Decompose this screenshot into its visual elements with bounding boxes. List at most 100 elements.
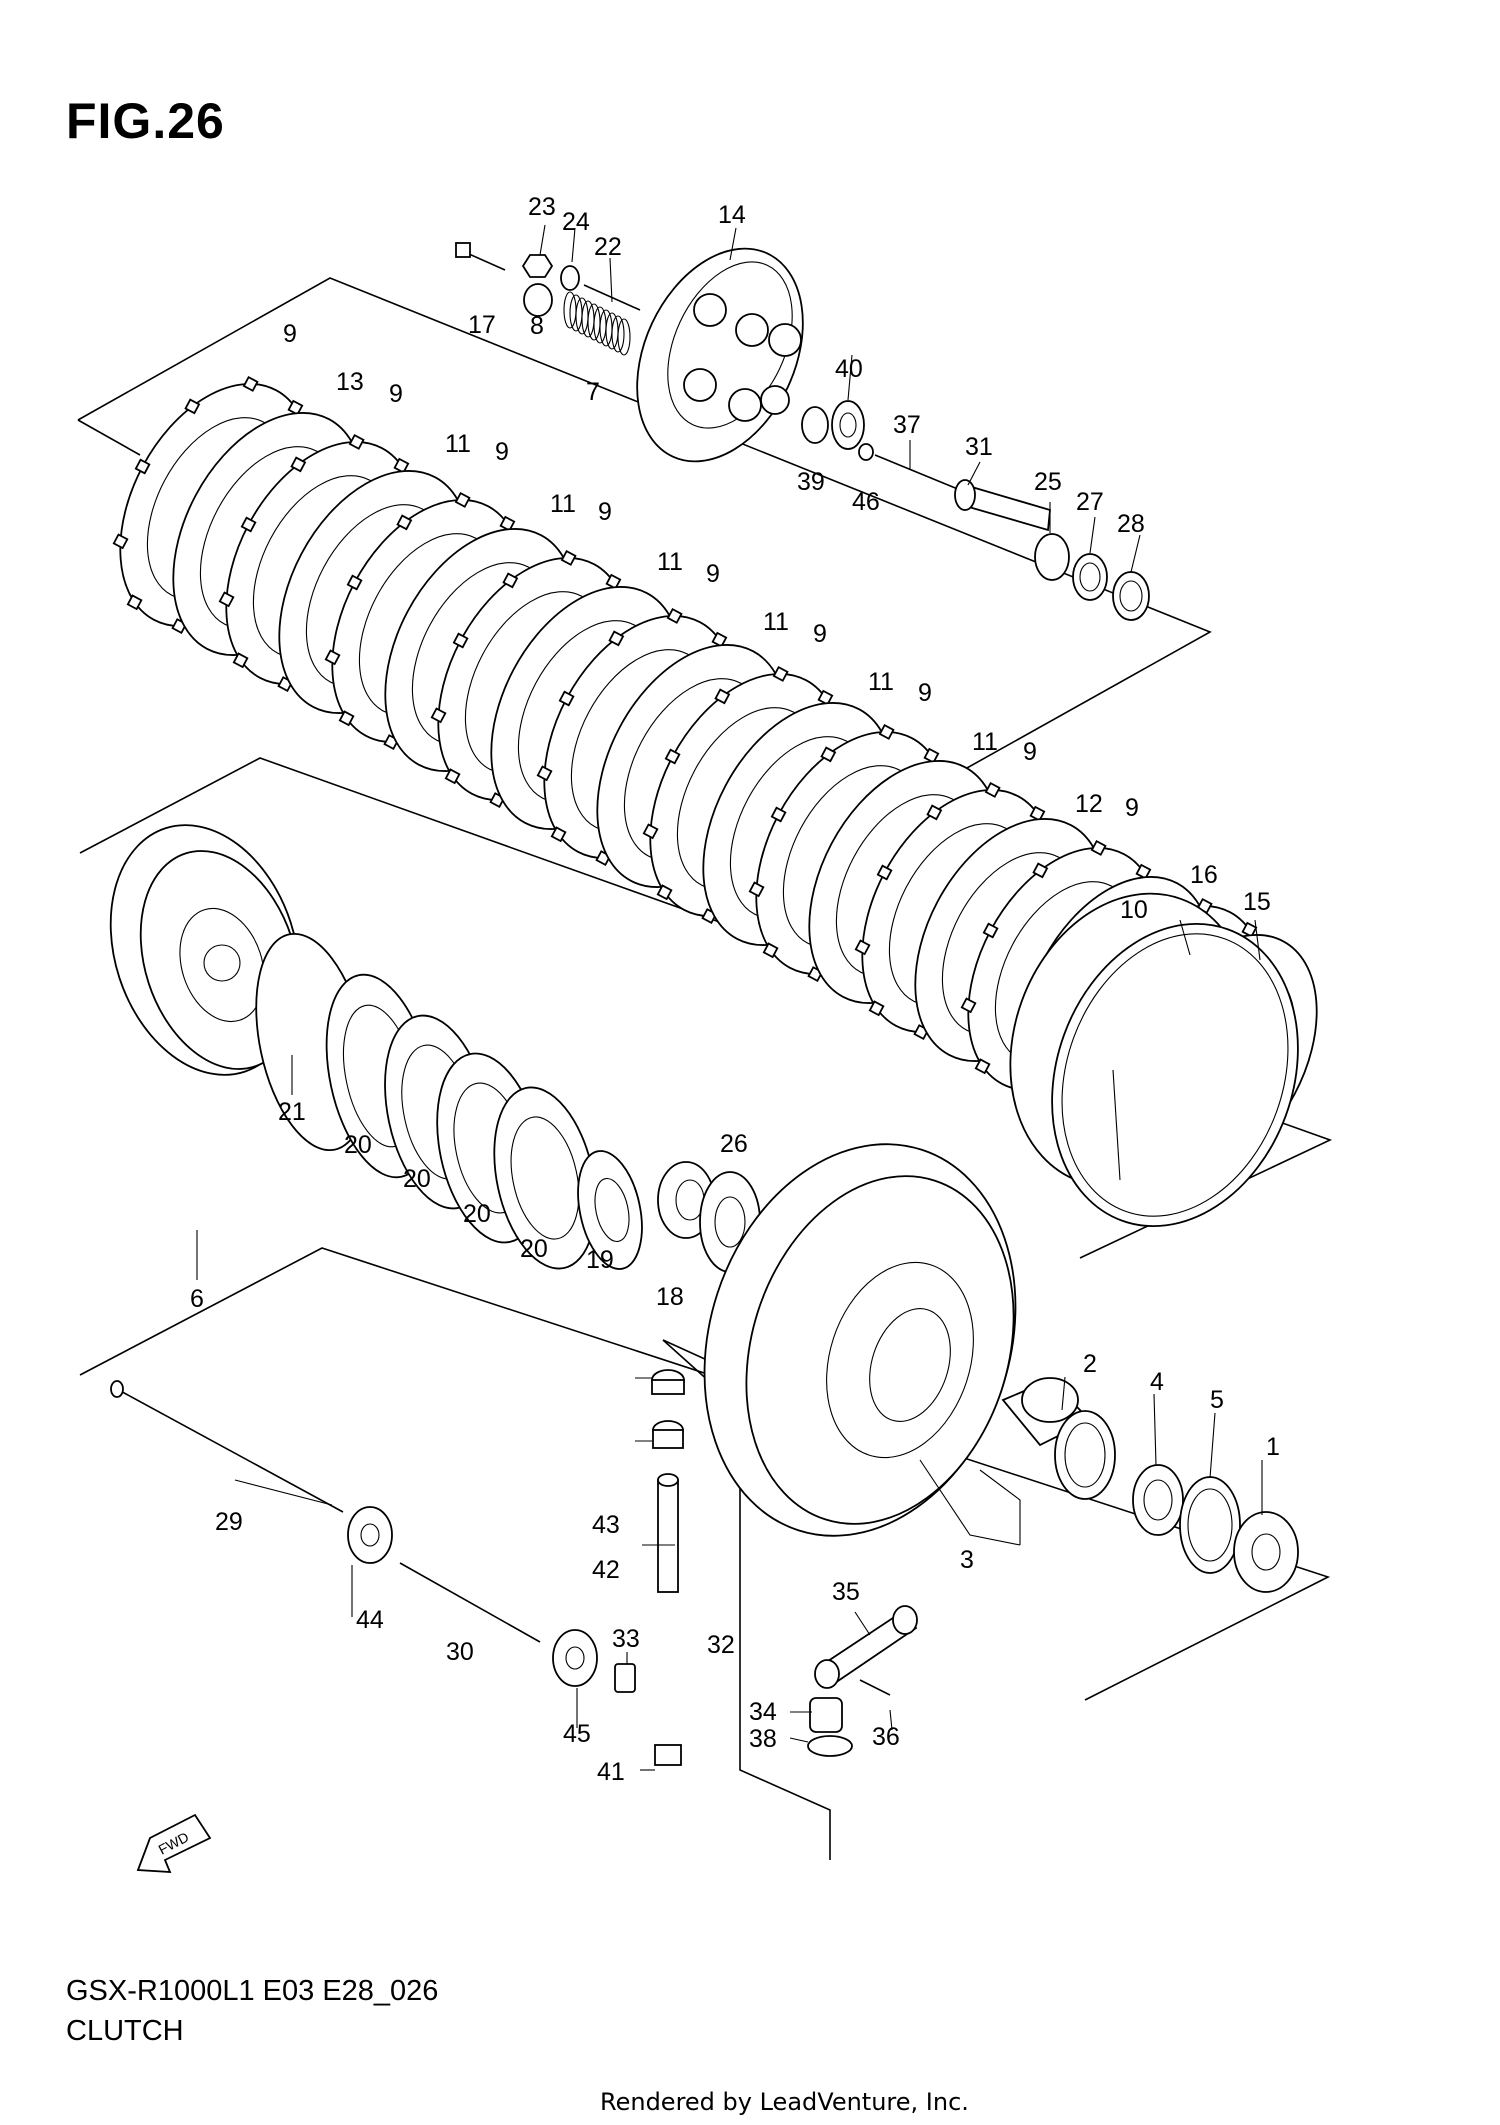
plate-tab [346,574,363,591]
callout-12: 12 [1075,790,1103,818]
plate-tab [608,630,625,647]
callout-28: 28 [1117,510,1145,538]
callout-6: 6 [190,1285,204,1313]
spring-bolt-set [455,242,641,356]
callout-44: 44 [356,1606,384,1634]
callout-16: 16 [1190,861,1218,889]
model-code: GSX-R1000L1 E03 E28_026 [66,1975,439,2007]
plate-tab [926,804,943,821]
leader-lines [196,224,1263,1771]
plate-tab [550,826,567,843]
callout-23: 23 [528,193,556,221]
plate-tab [642,823,659,840]
plate-tab [868,1000,885,1017]
push-rod-set [110,1380,598,1687]
plate-tab [770,806,787,823]
callout-43: 43 [592,1511,620,1539]
callout-29: 29 [215,1508,243,1536]
clutch-plate-stack [112,375,1318,1178]
callout-19: 19 [586,1246,614,1274]
callout-11-e: 11 [868,668,894,696]
plate-tab [1090,839,1107,856]
plate-tab [536,765,553,782]
callout-20-d: 20 [520,1235,548,1263]
plate-tab [664,748,681,765]
plate-tab [338,710,355,727]
figure-name: CLUTCH [66,2015,184,2047]
plate-tab [923,747,940,764]
callout-11-f: 11 [972,728,998,756]
callout-9-h: 9 [1023,738,1037,766]
callout-20-a: 20 [344,1131,372,1159]
plate-tab [666,607,683,624]
callout-9-f: 9 [813,620,827,648]
plate-tab [240,516,257,533]
callout-9-d: 9 [598,498,612,526]
plate-tab [1241,921,1258,938]
plate-tab [134,458,151,475]
plate-tab [393,457,410,474]
plate-tab [499,515,516,532]
callout-46: 46 [852,488,880,516]
plate-tab [960,997,977,1014]
callout-18: 18 [656,1283,684,1311]
plate-tab [396,514,413,531]
plate-tab [876,864,893,881]
plate-tab [126,594,143,611]
plate-tab [762,942,779,959]
callout-9-a: 9 [283,320,297,348]
plate-tab [982,922,999,939]
callout-35: 35 [832,1578,860,1606]
callout-11-c: 11 [657,548,683,576]
callout-5: 5 [1210,1386,1224,1414]
callout-33: 33 [612,1625,640,1653]
callout-11-a: 11 [445,430,471,458]
callout-2: 2 [1083,1350,1097,1378]
plate-tab [748,881,765,898]
callout-11-d: 11 [763,608,789,636]
callout-9-e: 9 [706,560,720,588]
callout-10: 10 [1120,896,1148,924]
forward-arrow-icon: FWD [136,1813,212,1873]
plate-tab [772,665,789,682]
plate-tab [878,723,895,740]
render-credit: Rendered by LeadVenture, Inc. [600,2088,969,2116]
plate-tab [452,632,469,649]
callout-42: 42 [592,1556,620,1584]
callout-21: 21 [278,1098,306,1126]
callout-11-b: 11 [550,490,576,518]
callout-32: 32 [707,1631,735,1659]
callout-14: 14 [718,201,746,229]
callout-9-c: 9 [495,438,509,466]
release-rod-set [801,400,1150,621]
plate-tab [711,631,728,648]
plate-tab [348,433,365,450]
plate-tab [184,398,201,415]
callout-36: 36 [872,1723,900,1751]
callout-41: 41 [597,1758,625,1786]
callout-8: 8 [530,312,544,340]
callout-27: 27 [1076,488,1104,516]
callout-45: 45 [563,1720,591,1748]
callout-3: 3 [960,1546,974,1574]
spring-coil [617,318,631,356]
plate-tab [656,884,673,901]
plate-tab [817,689,834,706]
plate-tab [984,781,1001,798]
judder-spring-set [255,932,643,1270]
callout-37: 37 [893,411,921,439]
release-lever-set [807,1605,918,1757]
plate-tab [232,652,249,669]
callout-15: 15 [1243,888,1271,916]
pressure-plate [636,247,804,463]
callout-31: 31 [965,433,993,461]
plate-tab [974,1058,991,1075]
plate-tab [444,768,461,785]
plate-tab [1029,805,1046,822]
callout-17: 17 [468,311,496,339]
plate-tab [218,591,235,608]
plate-tab [502,572,519,589]
spring-coil [611,315,625,353]
callout-20-c: 20 [463,1200,491,1228]
